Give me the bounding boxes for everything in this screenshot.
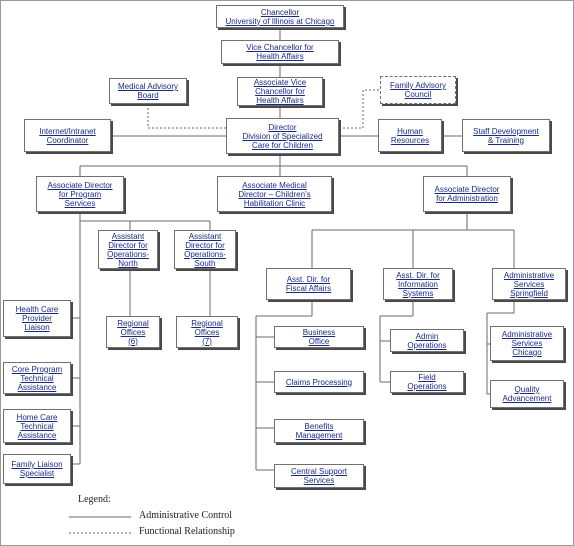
legend-title: Legend: — [78, 494, 111, 505]
human-resources-box[interactable]: Human Resources — [378, 119, 442, 152]
business-office-box[interactable]: Business Office — [274, 326, 364, 348]
family-advisory-council-box[interactable]: Family Advisory Council — [380, 76, 456, 104]
internet-coordinator-box[interactable]: Internet/Intranet Coordinator — [24, 119, 111, 152]
asst-dir-south-box[interactable]: Assistant Director for Operations- South — [174, 230, 236, 269]
asst-dir-fiscal-box[interactable]: Asst. Dir. for Fiscal Affairs — [266, 268, 351, 300]
ad-program-services-box[interactable]: Associate Director for Program Services — [36, 176, 124, 212]
chancellor-box[interactable]: Chancellor University of Illinois at Chi… — [216, 5, 344, 28]
regional-offices-6-box[interactable]: Regional Offices (6) — [106, 316, 160, 348]
family-liaison-box[interactable]: Family Liaison Specialist — [3, 454, 71, 484]
associate-vice-chancellor-box[interactable]: Associate Vice Chancellor for Health Aff… — [237, 77, 323, 106]
director-box[interactable]: Director Division of Specialized Care fo… — [226, 118, 339, 154]
admin-springfield-box[interactable]: Administrative Services Springfield — [492, 268, 566, 300]
core-program-box[interactable]: Core Program Technical Assistance — [3, 362, 71, 394]
benefits-management-box[interactable]: Benefits Management — [274, 419, 364, 443]
claims-processing-box[interactable]: Claims Processing — [274, 371, 364, 393]
central-support-box[interactable]: Central Support Services — [274, 464, 364, 488]
ad-administration-box[interactable]: Associate Director for Administration — [423, 176, 511, 212]
legend-functional-relationship: Functional Relationship — [139, 526, 235, 537]
regional-offices-7-box[interactable]: Regional Offices (7) — [176, 316, 238, 348]
asst-dir-info-systems-box[interactable]: Asst. Dir. for Information Systems — [383, 268, 453, 300]
staff-development-box[interactable]: Staff Development & Training — [462, 119, 550, 152]
legend-administrative-control: Administrative Control — [139, 510, 233, 521]
associate-medical-director-box[interactable]: Associate Medical Director – Children's … — [217, 176, 332, 212]
admin-operations-box[interactable]: Admin Operations — [390, 329, 464, 352]
vice-chancellor-box[interactable]: Vice Chancellor for Health Affairs — [221, 40, 339, 64]
functional-connector — [339, 89, 380, 129]
medical-advisory-board-box[interactable]: Medical Advisory Board — [109, 78, 187, 104]
home-care-box[interactable]: Home Care Technical Assistance — [3, 409, 71, 443]
field-operations-box[interactable]: Field Operations — [390, 371, 464, 393]
admin-chicago-box[interactable]: Administrative Services Chicago — [490, 326, 564, 361]
functional-connector — [147, 104, 226, 129]
health-care-liaison-box[interactable]: Health Care Provider Liaison — [3, 300, 71, 337]
asst-dir-north-box[interactable]: Assistant Director for Operations- North — [98, 230, 158, 269]
quality-advancement-box[interactable]: Quality Advancement — [490, 380, 564, 408]
